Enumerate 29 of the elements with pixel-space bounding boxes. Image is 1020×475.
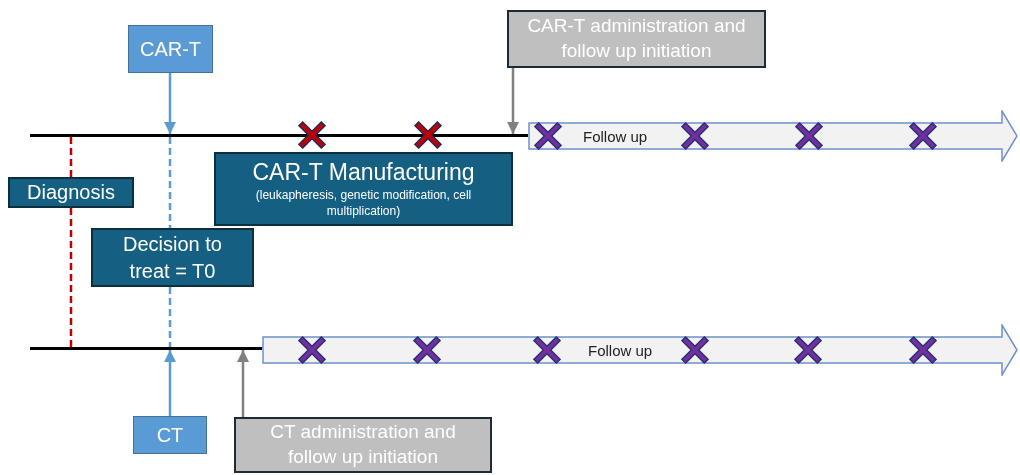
arrow: [164, 73, 176, 134]
arrow: [507, 68, 519, 134]
milestone-label: CT administration and follow up initiation: [269, 420, 457, 469]
process-description: (leukapheresis, genetic modification, cell multiplication): [254, 188, 473, 220]
follow-up-label: Follow up: [588, 341, 653, 359]
event-box: [8, 177, 134, 208]
timeline: [30, 347, 262, 350]
arrow: [237, 350, 249, 417]
therapy-label: CT: [156, 423, 184, 447]
therapy-label: CAR-T: [139, 37, 202, 61]
milestone-box: [507, 10, 766, 68]
process-title: CAR-T Manufacturing: [252, 158, 475, 188]
dashed-line: [168, 287, 172, 347]
therapy-box: [133, 416, 207, 454]
milestone-label: CAR-T administration and follow up initiation: [526, 14, 747, 63]
timeline: [30, 134, 528, 137]
therapy-box: [128, 25, 213, 73]
follow-up-block-arrow: [262, 324, 1018, 376]
dashed-line: [69, 137, 73, 177]
follow-up-block-arrow: [528, 110, 1018, 162]
arrow: [164, 350, 176, 416]
process-box: [214, 152, 513, 226]
dashed-line: [168, 137, 172, 228]
event-box: [91, 228, 254, 287]
follow-up-label: Follow up: [583, 127, 648, 145]
event-label: Decision to treat = T0: [122, 231, 223, 284]
dashed-line: [69, 208, 73, 347]
milestone-box: [234, 417, 492, 473]
event-label: Diagnosis: [27, 180, 115, 205]
